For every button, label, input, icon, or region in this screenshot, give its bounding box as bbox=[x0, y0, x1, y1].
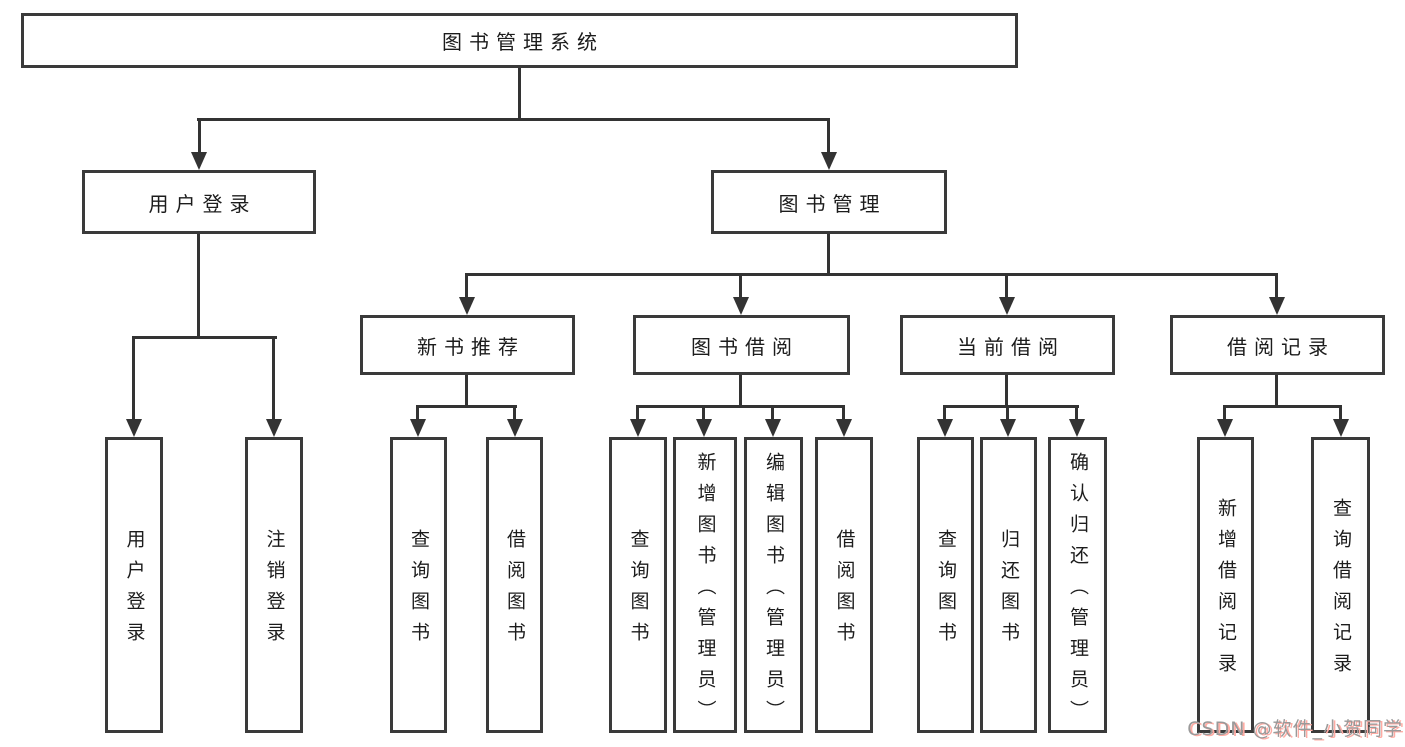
connector-current-borrowing-trunk bbox=[1005, 375, 1008, 405]
arrow-stem bbox=[132, 336, 135, 421]
connector-borrowing-records-splitter bbox=[1223, 405, 1342, 408]
leaf-borrow-books-recommend: 借阅图书 bbox=[486, 437, 543, 733]
leaf-borrow-books-borrowing-label: 借阅图书 bbox=[833, 529, 856, 653]
arrow-head-icon bbox=[507, 419, 523, 437]
connector-book-borrowing-trunk bbox=[739, 375, 742, 405]
leaf-query-books-current: 查询图书 bbox=[917, 437, 974, 733]
arrow-stem bbox=[416, 405, 419, 421]
arrow-head-icon bbox=[821, 152, 837, 170]
leaf-confirm-return-admin-label: 确认归还（管理员） bbox=[1067, 451, 1089, 731]
arrow-head-icon bbox=[459, 297, 475, 315]
arrow-head-icon bbox=[696, 419, 712, 437]
leaf-logout-label: 注销登录 bbox=[263, 529, 286, 653]
arrow-stem bbox=[1275, 273, 1278, 299]
leaf-edit-books-admin: 编辑图书（管理员） bbox=[744, 437, 803, 733]
leaf-confirm-return-admin: 确认归还（管理员） bbox=[1048, 437, 1107, 733]
arrow-stem bbox=[702, 405, 705, 421]
leaf-logout: 注销登录 bbox=[245, 437, 303, 733]
connector-root-trunk bbox=[518, 68, 521, 118]
arrow-head-icon bbox=[191, 152, 207, 170]
node-book-management-label: 图书管理 bbox=[778, 191, 887, 216]
node-root-label: 图书管理系统 bbox=[442, 30, 604, 54]
node-current-borrowing-label: 当前借阅 bbox=[957, 334, 1065, 359]
leaf-add-borrow-record: 新增借阅记录 bbox=[1197, 437, 1254, 733]
leaf-query-books-recommend-label: 查询图书 bbox=[408, 529, 430, 653]
leaf-query-books-borrowing-label: 查询图书 bbox=[627, 529, 650, 653]
arrow-head-icon bbox=[765, 419, 781, 437]
node-user-login-label: 用户登录 bbox=[148, 191, 257, 216]
leaf-add-books-admin: 新增图书（管理员） bbox=[673, 437, 737, 733]
connector-book-management-trunk bbox=[827, 234, 830, 273]
arrow-head-icon bbox=[1217, 419, 1233, 437]
leaf-borrow-books-borrowing: 借阅图书 bbox=[815, 437, 873, 733]
arrow-head-icon bbox=[410, 419, 426, 437]
arrow-stem bbox=[943, 405, 946, 421]
arrow-stem bbox=[1223, 405, 1226, 421]
arrow-stem bbox=[739, 273, 742, 299]
arrow-stem bbox=[1339, 405, 1342, 421]
node-root: 图书管理系统 bbox=[21, 13, 1018, 68]
connector-book-borrowing-splitter bbox=[636, 405, 845, 408]
arrow-head-icon bbox=[1069, 419, 1085, 437]
arrow-stem bbox=[827, 118, 830, 154]
arrow-head-icon bbox=[733, 297, 749, 315]
arrow-stem bbox=[1005, 273, 1008, 299]
leaf-edit-books-admin-label: 编辑图书（管理员） bbox=[763, 451, 785, 731]
arrow-stem bbox=[1006, 405, 1009, 421]
arrow-stem bbox=[842, 405, 845, 421]
leaf-query-borrow-record-label: 查询借阅记录 bbox=[1330, 498, 1352, 684]
leaf-query-borrow-record: 查询借阅记录 bbox=[1311, 437, 1370, 733]
leaf-user-login: 用户登录 bbox=[105, 437, 163, 733]
node-user-login: 用户登录 bbox=[82, 170, 316, 234]
connector-user-login-splitter bbox=[132, 336, 277, 339]
arrow-stem bbox=[465, 273, 468, 299]
leaf-query-books-current-label: 查询图书 bbox=[935, 529, 957, 653]
connector-level1-splitter bbox=[197, 118, 830, 121]
arrow-stem bbox=[513, 405, 516, 421]
arrow-head-icon bbox=[999, 297, 1015, 315]
arrow-head-icon bbox=[1333, 419, 1349, 437]
node-new-book-recommend: 新书推荐 bbox=[360, 315, 575, 375]
arrow-stem bbox=[198, 118, 201, 154]
arrow-head-icon bbox=[836, 419, 852, 437]
connector-new-book-splitter bbox=[416, 405, 517, 408]
node-book-borrowing: 图书借阅 bbox=[633, 315, 850, 375]
node-book-management: 图书管理 bbox=[711, 170, 947, 234]
node-current-borrowing: 当前借阅 bbox=[900, 315, 1115, 375]
csdn-watermark: CSDN @软件_小贺同学 bbox=[1187, 718, 1403, 740]
arrow-stem bbox=[1075, 405, 1078, 421]
connector-current-borrowing-splitter bbox=[943, 405, 1079, 408]
connector-borrowing-records-trunk bbox=[1275, 375, 1278, 405]
arrow-head-icon bbox=[937, 419, 953, 437]
leaf-query-books-recommend: 查询图书 bbox=[390, 437, 447, 733]
node-book-borrowing-label: 图书借阅 bbox=[691, 334, 799, 359]
arrow-head-icon bbox=[126, 419, 142, 437]
arrow-stem bbox=[272, 336, 275, 421]
leaf-user-login-label: 用户登录 bbox=[123, 529, 146, 653]
node-borrowing-records-label: 借阅记录 bbox=[1227, 334, 1335, 359]
leaf-return-books: 归还图书 bbox=[980, 437, 1037, 733]
arrow-head-icon bbox=[266, 419, 282, 437]
leaf-query-books-borrowing: 查询图书 bbox=[609, 437, 667, 733]
leaf-borrow-books-recommend-label: 借阅图书 bbox=[504, 529, 526, 653]
node-new-book-recommend-label: 新书推荐 bbox=[417, 334, 525, 359]
leaf-add-books-admin-label: 新增图书（管理员） bbox=[694, 451, 717, 731]
connector-level2-splitter bbox=[465, 273, 1278, 276]
connector-new-book-trunk bbox=[465, 375, 468, 405]
arrow-head-icon bbox=[1269, 297, 1285, 315]
leaf-add-borrow-record-label: 新增借阅记录 bbox=[1215, 498, 1237, 684]
leaf-return-books-label: 归还图书 bbox=[998, 529, 1020, 653]
arrow-stem bbox=[771, 405, 774, 421]
connector-user-login-trunk bbox=[197, 234, 200, 336]
arrow-stem bbox=[636, 405, 639, 421]
node-borrowing-records: 借阅记录 bbox=[1170, 315, 1385, 375]
arrow-head-icon bbox=[630, 419, 646, 437]
arrow-head-icon bbox=[1000, 419, 1016, 437]
